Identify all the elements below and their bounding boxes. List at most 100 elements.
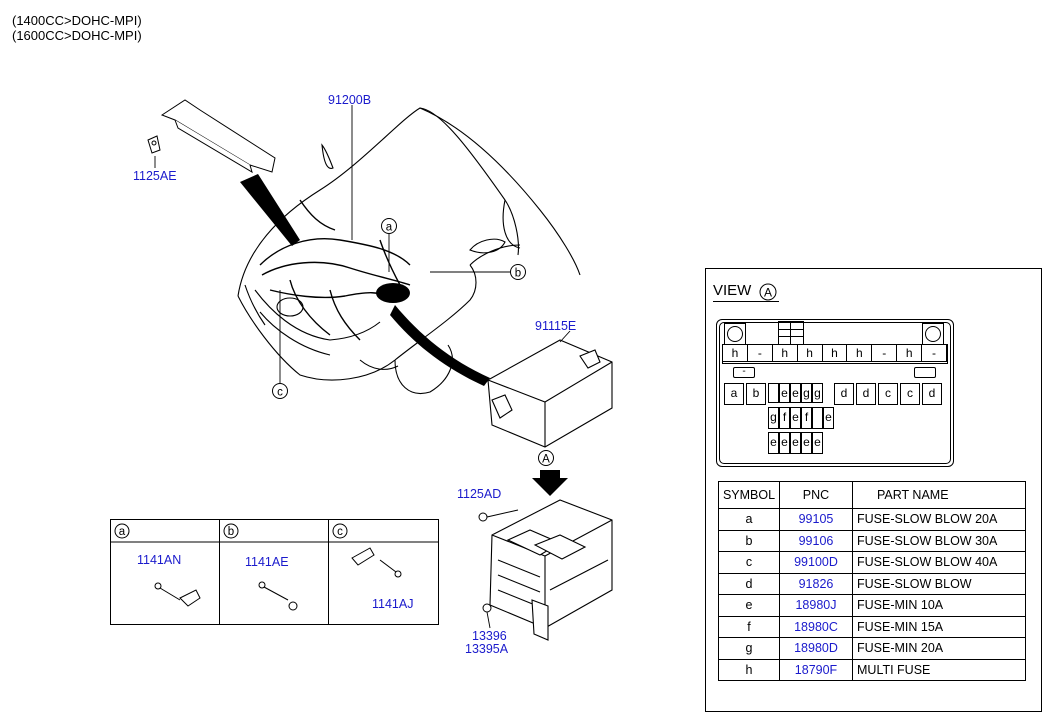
fuse-cell-row2: g [812,383,823,403]
leader-lines [154,105,571,629]
view-title-underline [713,301,779,302]
row-pnc-link[interactable]: 18980J [779,594,853,617]
fuse-cell-row4: e [812,432,823,454]
fuse-cell-row2: b [746,383,766,405]
multi-fuse-cell: h [846,344,873,362]
multi-fuse-cell: - [746,344,773,362]
multi-fuse-cell: h [722,344,748,362]
fuse-cell-row2: d [922,383,942,405]
row-pnc-link[interactable]: 99105 [779,508,853,531]
fuse-block-outline [716,319,954,467]
fuse-box-body [489,499,613,641]
fuse-cell-row3: f [801,407,812,429]
callout-91115E[interactable]: 91115E [535,319,576,333]
row-symbol: b [718,529,780,552]
row-part-name: FUSE-MIN 20A [852,637,1026,660]
callout-13396[interactable]: 13396 [472,629,507,643]
legend-part-drawings [154,547,402,611]
multi-fuse-cell: h [771,344,798,362]
row-symbol: f [718,615,780,638]
row-symbol: c [718,551,780,574]
cowl-bracket [147,99,276,174]
corner-relay-left [724,323,746,345]
legend-part-1141AN[interactable]: 1141AN [137,553,181,567]
fuse-cell-row3: e [823,407,834,429]
row-symbol: h [718,658,780,681]
screws [151,140,519,613]
legend-part-1141AJ[interactable]: 1141AJ [372,597,413,611]
connector-grid-icon [778,321,804,345]
row-pnc-link[interactable]: 18980D [779,637,853,660]
row-symbol: d [718,572,780,595]
fuse-cell-row2: e [779,383,790,403]
row-symbol: e [718,594,780,617]
row-part-name: MULTI FUSE [852,658,1026,681]
callout-91200B[interactable]: 91200B [328,93,371,107]
row-pnc-link[interactable]: 91826 [779,572,853,595]
fuse-cell-row3: f [779,407,790,429]
view-title: VIEW [713,282,752,299]
row-part-name: FUSE-SLOW BLOW 40A [852,551,1026,574]
marker-b: b [515,268,521,280]
engine-spec-line-2: (1600CC>DOHC-MPI) [12,28,142,43]
view-arrow [532,470,568,496]
legend-box [110,519,439,625]
multi-fuse-cell: h [821,344,848,362]
row-pnc-link[interactable]: 99100D [779,551,853,574]
legend-symbol-c: c [337,526,343,538]
row-symbol: a [718,508,780,531]
row-part-name: FUSE-SLOW BLOW 30A [852,529,1026,552]
col-header-symbol: SYMBOL [718,481,780,509]
fuse-cell-row4: e [779,432,790,454]
fuse-cell-row2: e [790,383,801,403]
marker-c: c [277,387,283,399]
view-marker-letter: A [764,286,772,300]
relay-block [376,283,410,303]
callout-1125AE[interactable]: 1125AE [133,169,177,183]
row-pnc-link[interactable]: 18790F [779,658,853,681]
fuse-cell-row2: d [834,383,854,405]
multi-fuse-cell: h [896,344,923,362]
view-marker: A [759,283,777,301]
harness-wedge-right [390,305,490,386]
row-part-name: FUSE-MIN 15A [852,615,1026,638]
fuse-cell-row4: e [768,432,779,454]
engine-spec-line-1: (1400CC>DOHC-MPI) [12,13,142,28]
row-pnc-link[interactable]: 99106 [779,529,853,552]
callout-13395A[interactable]: 13395A [465,642,509,656]
fuse-cell-row4: e [801,432,812,454]
multi-fuse-cell: - [921,344,947,362]
row-part-name: FUSE-MIN 10A [852,594,1026,617]
legend-part-1141AE[interactable]: 1141AE [245,555,289,569]
row-pnc-link[interactable]: 18980C [779,615,853,638]
fuse-cell-row3: g [768,407,779,429]
wiring-illustration: a b c A 91200B 1125AE 91115E 1125AD 1339… [110,93,613,656]
fuse-block-inner [719,322,951,464]
corner-relay-right [922,323,944,345]
circle-markers [272,218,554,466]
fuse-cell-row2: c [900,383,920,405]
fuse-cell-row2: g [801,383,812,403]
harness-wedge-left [240,174,300,246]
fuse-cell-row3 [812,407,823,429]
marker-a: a [386,222,393,234]
small-fuse-slot-right [914,367,936,378]
legend-symbol-a: a [119,526,126,538]
callout-1125AD[interactable]: 1125AD [457,487,501,501]
marker-A: A [542,454,550,466]
fuse-box-cover [487,339,613,448]
fuse-cell-row4: e [790,432,801,454]
fuse-cell-row2: c [878,383,898,405]
multi-fuse-cell: - [871,344,898,362]
fuse-cell-row2: a [724,383,744,405]
col-header-pnc: PNC [779,481,853,509]
